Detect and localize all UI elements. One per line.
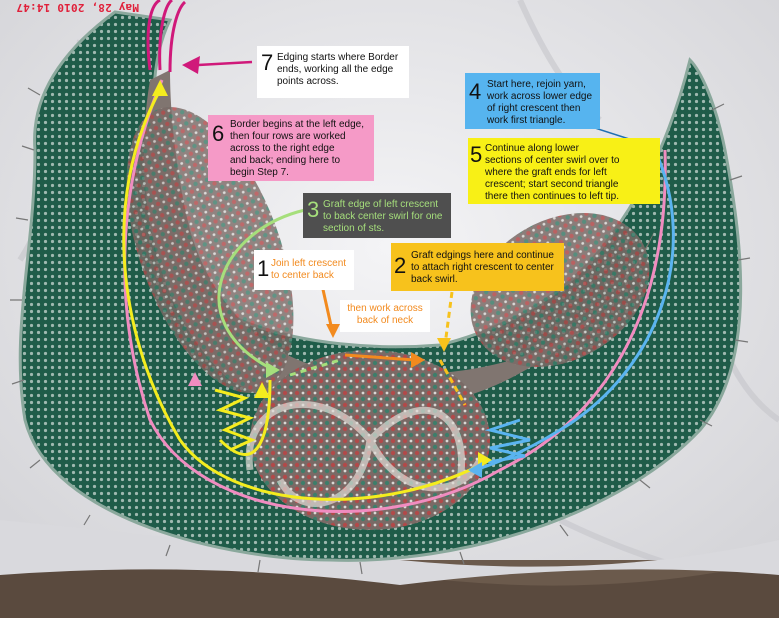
note-step-6: 6 Border begins at the left edge, then f…: [208, 115, 374, 181]
note-step-7-number: 7: [261, 50, 274, 75]
arrow-pink-up: [188, 372, 202, 386]
note-step-1-text: Join left crescent to center back: [271, 258, 347, 281]
note-step-4-text: Start here, rejoin yarn, work across low…: [487, 79, 593, 126]
green-graft-dash: [289, 358, 341, 377]
arrow-green-right: [266, 362, 280, 378]
note-neck-text: then work across back of neck: [347, 303, 423, 326]
note-step-1: 1 Join left crescent to center back: [254, 250, 354, 290]
note-step-6-number: 6: [212, 121, 225, 146]
note-step-7-text: Edging starts where Border ends, working…: [277, 52, 399, 87]
arrow-yellow-up-2: [254, 382, 270, 398]
blue-zigzag: [484, 418, 531, 464]
note-step-3: 3 Graft edge of left crescent to back ce…: [303, 193, 451, 238]
photo-timestamp: May 28, 2010 14:47: [16, 1, 139, 14]
note-step-2: 2 Graft edgings here and continue to att…: [391, 243, 564, 291]
arrow-step7-line: [197, 60, 253, 67]
note-step-6-text: Border begins at the left edge, then fou…: [230, 119, 364, 178]
note-step-7: 7 Edging starts where Border ends, worki…: [257, 46, 409, 98]
note-step-1-number: 1: [257, 256, 270, 281]
note-step-5-text: Continue along lower sections of center …: [485, 143, 620, 202]
note-step-4: 4 Start here, rejoin yarn, work across l…: [465, 73, 600, 129]
note-step-3-text: Graft edge of left crescent to back cent…: [323, 199, 443, 234]
note-step-2-text: Graft edgings here and continue to attac…: [411, 250, 554, 285]
note-step-4-number: 4: [469, 79, 482, 104]
arrow-yellow-up: [152, 80, 168, 96]
yarn-tail: [146, 0, 187, 73]
orange-route: [320, 284, 416, 362]
note-step-3-number: 3: [307, 197, 320, 222]
note-step-2-number: 2: [394, 253, 407, 278]
note-step-5-number: 5: [470, 142, 483, 167]
arrow-blue-left: [468, 462, 482, 478]
arrow-orange-down: [326, 324, 340, 338]
note-step-5: 5 Continue along lower sections of cente…: [468, 138, 660, 204]
arrow-step7: [182, 56, 200, 74]
gold-graft-line: [438, 291, 467, 406]
swirl-arm: [245, 401, 484, 507]
arrow-gold-down: [437, 338, 451, 352]
green-route: [217, 208, 306, 370]
arrow-orange-right: [411, 352, 425, 368]
edge-pins: [10, 87, 751, 575]
sheet-lower: [0, 520, 779, 585]
yellow-zigzag: [214, 388, 256, 452]
note-neck: then work across back of neck: [340, 300, 430, 332]
sheet-bottom-edge: [0, 558, 779, 618]
